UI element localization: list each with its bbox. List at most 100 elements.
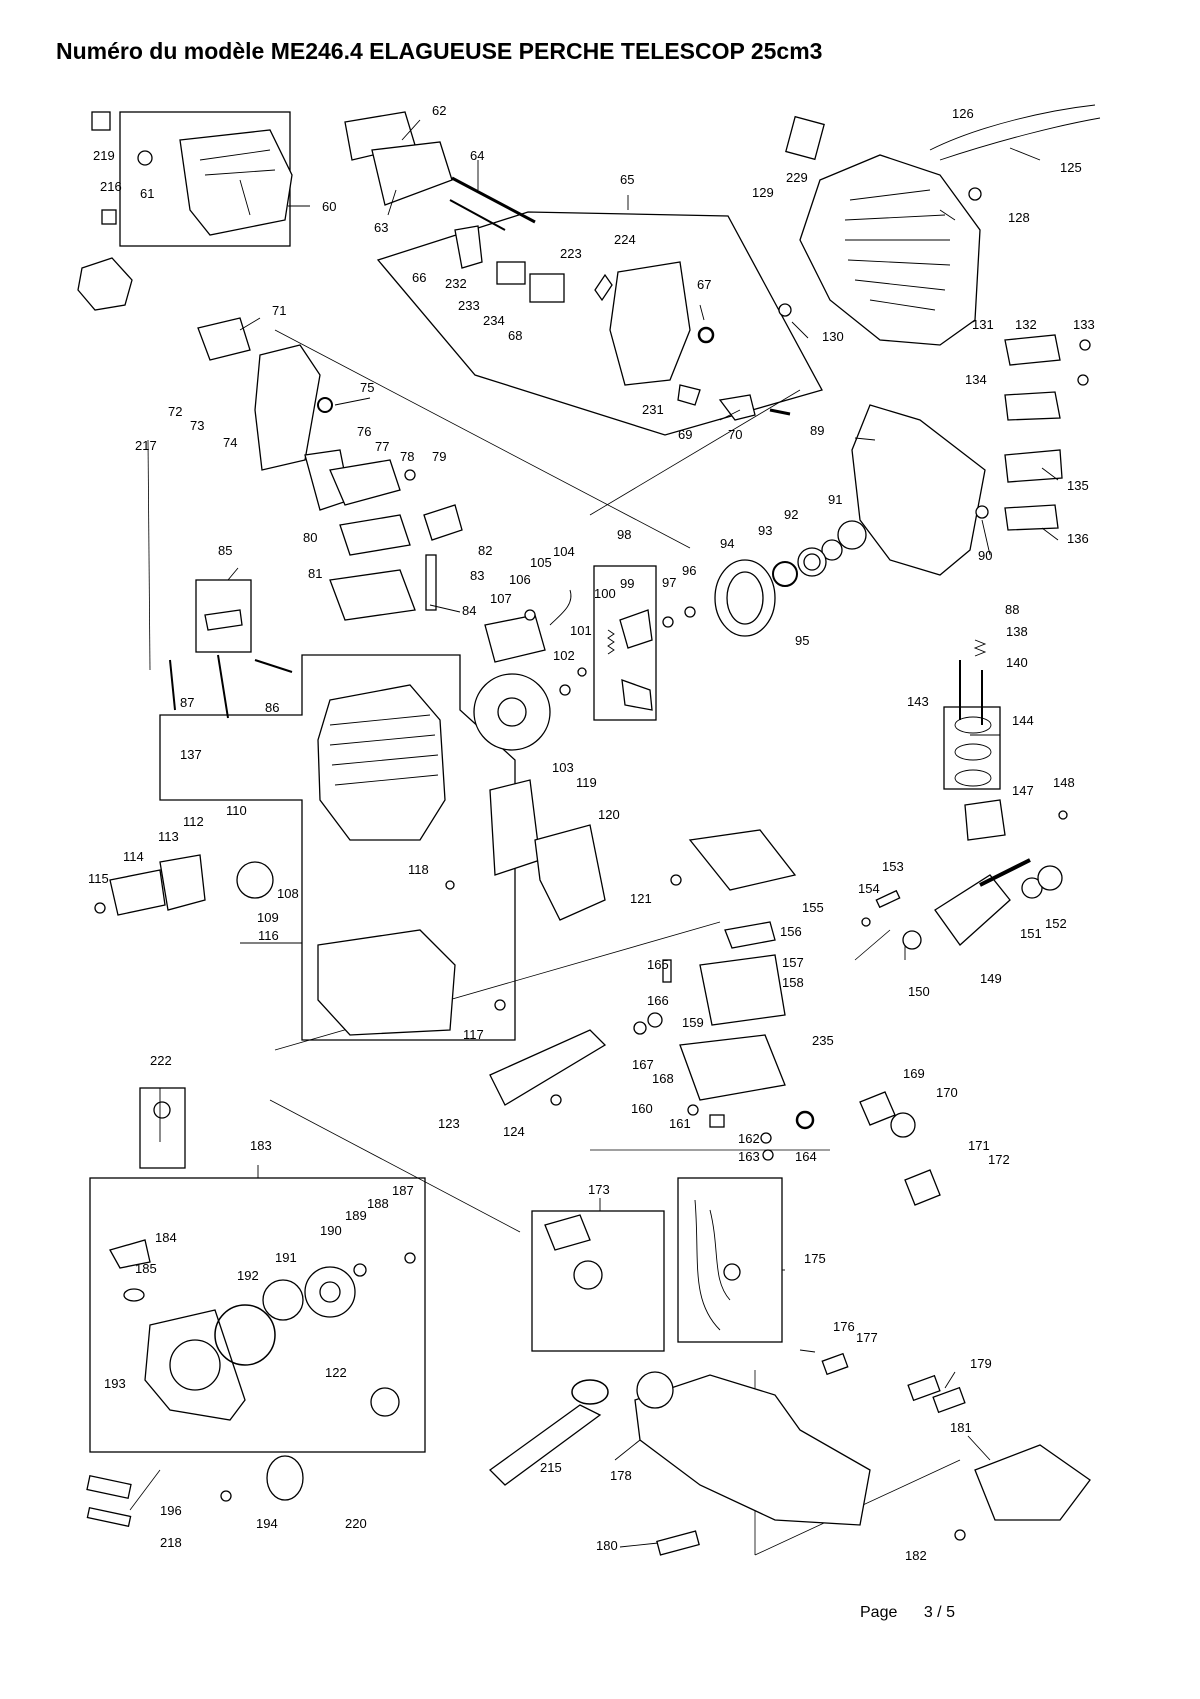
crankcase-116 bbox=[317, 929, 456, 1036]
label-131: 131 bbox=[972, 317, 994, 332]
fuel-tank-neck bbox=[636, 1371, 674, 1409]
label-65: 65 bbox=[620, 172, 634, 187]
label-155: 155 bbox=[802, 900, 824, 915]
page-title: Numéro du modèle ME246.4 ELAGUEUSE PERCH… bbox=[56, 38, 823, 64]
o-ring-75 bbox=[317, 397, 333, 413]
bolt-130 bbox=[778, 303, 792, 317]
circlip-94 bbox=[772, 561, 798, 587]
filler-cap-169 bbox=[859, 1091, 896, 1126]
label-161: 161 bbox=[669, 1116, 691, 1131]
muffler-case-159 bbox=[679, 1034, 786, 1101]
label-103: 103 bbox=[552, 760, 574, 775]
label-220: 220 bbox=[345, 1516, 367, 1531]
label-216-sticker bbox=[101, 209, 117, 225]
label-185: 185 bbox=[135, 1261, 157, 1276]
muffler-120 bbox=[534, 824, 606, 921]
spark-plug-84 bbox=[425, 554, 437, 611]
label-87: 87 bbox=[180, 695, 194, 710]
gasket-113 bbox=[159, 854, 206, 911]
clip-154 bbox=[861, 917, 871, 927]
bolt-106 bbox=[524, 609, 536, 621]
gasket-71 bbox=[197, 317, 251, 361]
label-180: 180 bbox=[596, 1538, 618, 1553]
label-112: 112 bbox=[183, 814, 204, 829]
bracket-181 bbox=[974, 1444, 1091, 1521]
label-116: 116 bbox=[258, 928, 279, 943]
label-176: 176 bbox=[833, 1319, 855, 1334]
label-67: 67 bbox=[697, 277, 711, 292]
label-190: 190 bbox=[320, 1223, 342, 1238]
tag-222 bbox=[139, 1087, 186, 1169]
wire-104 bbox=[549, 589, 572, 626]
label-66: 66 bbox=[412, 270, 426, 285]
pin-153 bbox=[875, 889, 901, 909]
label-100: 100 bbox=[594, 586, 616, 601]
connecting-rod bbox=[979, 858, 1031, 887]
label-129: 129 bbox=[752, 185, 774, 200]
label-108: 108 bbox=[277, 886, 299, 901]
label-143: 143 bbox=[907, 694, 929, 709]
label-217: 217 bbox=[135, 438, 157, 453]
label-132: 132 bbox=[1015, 317, 1037, 332]
label-189: 189 bbox=[345, 1208, 367, 1223]
fitting-171 bbox=[904, 1169, 941, 1206]
needle-bearing-148 bbox=[1058, 810, 1068, 820]
label-222: 222 bbox=[150, 1053, 172, 1068]
label-76: 76 bbox=[357, 424, 371, 439]
spring-231 bbox=[677, 384, 701, 406]
label-126: 126 bbox=[952, 106, 974, 121]
label-196 bbox=[86, 1475, 132, 1499]
label-122: 122 bbox=[325, 1365, 347, 1380]
block-234 bbox=[529, 273, 565, 303]
label-99: 99 bbox=[620, 576, 634, 591]
label-160: 160 bbox=[631, 1101, 653, 1116]
fuel-cap-group-frame bbox=[531, 1210, 665, 1352]
label-229: 229 bbox=[786, 170, 808, 185]
label-191: 191 bbox=[275, 1250, 297, 1265]
ignition-wires-125-126 bbox=[929, 104, 1101, 161]
label-124: 124 bbox=[503, 1124, 525, 1139]
label-148: 148 bbox=[1053, 775, 1075, 790]
grip-180 bbox=[656, 1530, 700, 1556]
fuel-hose-group-frame bbox=[677, 1177, 783, 1343]
label-187: 187 bbox=[392, 1183, 414, 1198]
label-196: 196 bbox=[160, 1503, 182, 1518]
ratchet-122 bbox=[370, 1387, 400, 1417]
label-102: 102 bbox=[553, 648, 575, 663]
nut-161b bbox=[709, 1114, 725, 1128]
label-184: 184 bbox=[155, 1230, 177, 1245]
cylinder-engine bbox=[317, 684, 446, 841]
label-147: 147 bbox=[1012, 783, 1034, 798]
label-88: 88 bbox=[1005, 602, 1019, 617]
reel-191 bbox=[262, 1279, 304, 1321]
bearing-91 bbox=[837, 520, 867, 550]
bolt-128 bbox=[968, 187, 982, 201]
label-104: 104 bbox=[553, 544, 575, 559]
label-219-sticker bbox=[91, 111, 111, 131]
bolt-96 bbox=[684, 606, 696, 618]
label-234: 234 bbox=[483, 313, 505, 328]
label-192: 192 bbox=[237, 1268, 259, 1283]
page-footer: Page 3 / 5 bbox=[860, 1604, 955, 1622]
label-232: 232 bbox=[445, 276, 467, 291]
label-218 bbox=[86, 1506, 132, 1528]
piston-rings-144 bbox=[954, 716, 992, 787]
push-rod-87 bbox=[217, 654, 229, 719]
piston-rings-group-frame bbox=[943, 706, 1001, 790]
clutch-shoe-lower bbox=[621, 679, 653, 711]
label-115: 115 bbox=[88, 871, 109, 886]
label-164: 164 bbox=[795, 1149, 817, 1164]
label-74: 74 bbox=[223, 435, 237, 450]
label-224: 224 bbox=[614, 232, 636, 247]
label-95: 95 bbox=[795, 633, 809, 648]
label-121: 121 bbox=[630, 891, 652, 906]
bearing-92 bbox=[821, 539, 843, 561]
label-182: 182 bbox=[905, 1548, 927, 1563]
label-114: 114 bbox=[123, 849, 144, 864]
label-167: 167 bbox=[632, 1057, 654, 1072]
label-177: 177 bbox=[856, 1330, 878, 1345]
label-125: 125 bbox=[1060, 160, 1082, 175]
label-120: 120 bbox=[598, 807, 620, 822]
lever-224 bbox=[594, 273, 613, 302]
label-93: 93 bbox=[758, 523, 772, 538]
